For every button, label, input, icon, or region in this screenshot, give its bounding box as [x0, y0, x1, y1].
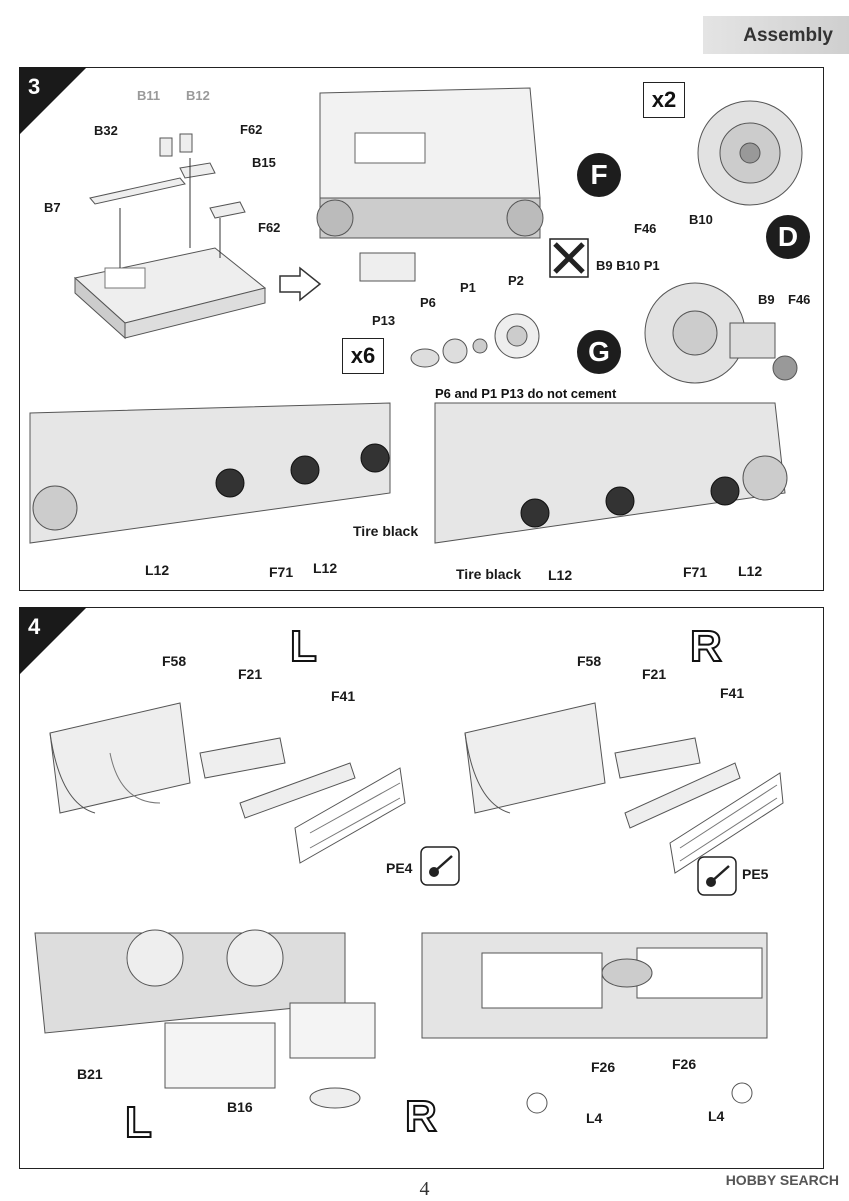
- label-p13: P13: [372, 313, 396, 328]
- label-l12-right-b: L12: [738, 563, 763, 579]
- label-b7: B7: [44, 200, 61, 215]
- label-b16: B16: [227, 1099, 253, 1115]
- cut-tool-icon: [549, 238, 589, 278]
- callout-g: G: [577, 330, 621, 374]
- label-b9: B9: [758, 292, 775, 307]
- label-b21: B21: [77, 1066, 103, 1082]
- label-l4-b: L4: [708, 1108, 725, 1124]
- label-tire-black-left: Tire black: [353, 523, 419, 539]
- page-number: 4: [419, 1178, 430, 1200]
- watermark: HOBBY SEARCH: [725, 1172, 839, 1188]
- label-f46-bottom: F46: [788, 292, 811, 307]
- label-p6: P6: [420, 295, 436, 310]
- label-p1: P1: [460, 280, 476, 295]
- label-f46-top: F46: [634, 221, 657, 236]
- hull-rear-detail-drawing: [421, 932, 768, 1114]
- step-3-number: 3: [28, 74, 41, 99]
- bend-tool-icon-left: [420, 846, 460, 886]
- label-cut-parts: B9 B10 P1: [596, 258, 660, 273]
- label-b32: B32: [94, 123, 118, 138]
- label-f62-side: F62: [258, 220, 281, 235]
- quantity-x6-box: x6: [342, 338, 384, 374]
- label-b10: B10: [689, 212, 713, 227]
- label-f26-b: F26: [672, 1056, 697, 1072]
- step-4-badge: [19, 607, 87, 675]
- label-f58-r: F58: [577, 653, 602, 669]
- label-b11: B11: [137, 88, 161, 103]
- label-f41-l: F41: [331, 688, 356, 704]
- road-wheel-parts-drawing: [410, 313, 540, 368]
- bend-tool-icon-right: [697, 856, 737, 896]
- label-p2: P2: [508, 273, 524, 288]
- section-header-tab: Assembly: [703, 16, 849, 54]
- bottom-side-label-right: R: [404, 1091, 438, 1142]
- step-3-panel: 3 B11 B12 B32 F62 B15 B7 F62 x2: [19, 67, 824, 591]
- callout-f: F: [577, 153, 621, 197]
- label-l12-left-a: L12: [145, 562, 170, 578]
- suspension-right-drawing: [434, 402, 788, 544]
- label-l12-left-b: L12: [313, 560, 338, 576]
- label-pe4: PE4: [386, 860, 413, 876]
- quantity-x2-box: x2: [643, 82, 685, 118]
- side-label-left: L: [289, 621, 318, 672]
- step-4-number: 4: [28, 614, 41, 639]
- callout-d: D: [766, 215, 810, 259]
- fender-box-left-drawing: [49, 702, 406, 864]
- label-b12: B12: [186, 88, 210, 103]
- label-f62-top: F62: [240, 122, 263, 137]
- step-3-badge: [19, 67, 87, 135]
- proceed-arrow-icon: [279, 266, 322, 302]
- idler-wheel-drawing: [644, 282, 798, 384]
- hull-rear-drawing: [316, 87, 544, 282]
- bracket-parts-drawing: [89, 133, 246, 268]
- label-f21-r: F21: [642, 666, 667, 682]
- bottom-side-label-left: L: [124, 1097, 153, 1148]
- label-f26-a: F26: [591, 1059, 616, 1075]
- hull-frame-drawing: [73, 247, 267, 340]
- hull-rear-fender-drawing: [34, 929, 376, 1109]
- label-l12-right-a: L12: [548, 567, 573, 583]
- label-f41-r: F41: [720, 685, 745, 701]
- no-cement-note: P6 and P1 P13 do not cement: [435, 386, 617, 401]
- label-b15: B15: [252, 155, 276, 170]
- label-f71-left: F71: [269, 564, 294, 580]
- label-f58-l: F58: [162, 653, 187, 669]
- step-4-panel: 4 L R F58 F21 F41 PE4 F58 F21 F41 PE5: [19, 607, 824, 1169]
- section-title: Assembly: [743, 25, 833, 46]
- drive-sprocket-drawing: [697, 100, 803, 206]
- fender-box-right-drawing: [464, 702, 784, 874]
- label-l4-a: L4: [586, 1110, 603, 1126]
- label-tire-black-right: Tire black: [456, 566, 522, 582]
- label-f71-right: F71: [683, 564, 708, 580]
- side-label-right: R: [689, 621, 723, 672]
- label-pe5: PE5: [742, 866, 769, 882]
- label-f21-l: F21: [238, 666, 263, 682]
- suspension-left-drawing: [29, 402, 391, 544]
